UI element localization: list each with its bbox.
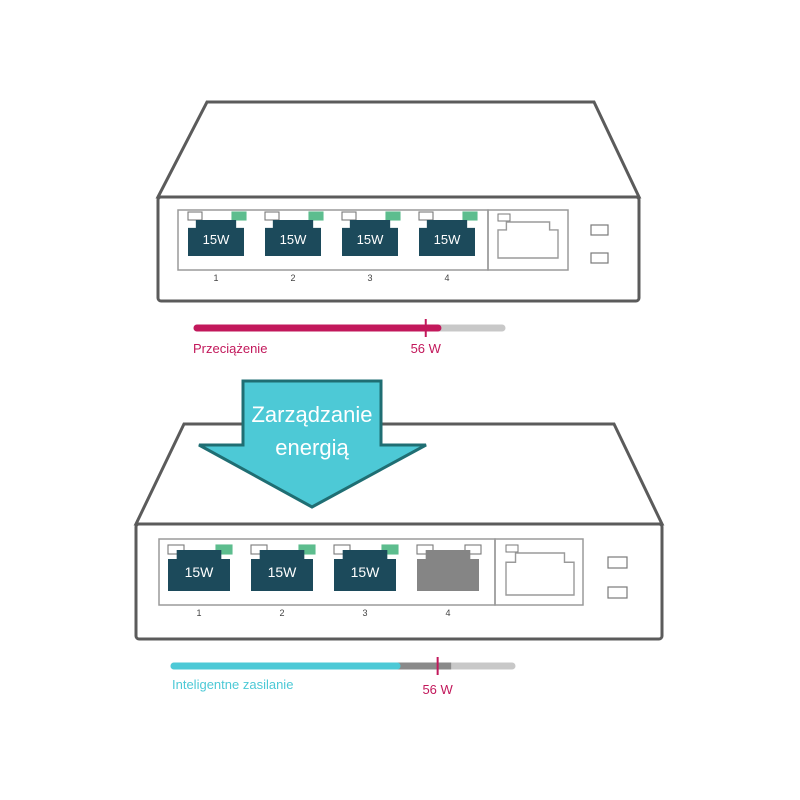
top-port-4-link-led xyxy=(418,211,434,221)
top-port-2-link-led xyxy=(264,211,280,221)
bottom-port-3-link-led xyxy=(333,544,351,555)
top-port-2-poe-led xyxy=(308,211,324,221)
top-port-4-ethernet-port-icon xyxy=(419,220,475,256)
top-port-2-wattage: 15W xyxy=(280,232,307,247)
top-port-3-poe-led xyxy=(385,211,401,221)
top-port-4-poe-led xyxy=(462,211,478,221)
bottom-status-led xyxy=(607,556,628,569)
top-status-led xyxy=(590,252,609,264)
bottom-switch-lid xyxy=(133,422,665,526)
top-power-bar: Przeciążenie 56 W xyxy=(193,319,506,356)
bottom-port-2-link-led xyxy=(250,544,268,555)
power-limit-label: 56 W xyxy=(411,341,442,356)
top-uplink-port xyxy=(497,213,559,259)
overload-caption: Przeciążenie xyxy=(193,341,267,356)
top-port-3-number: 3 xyxy=(367,273,372,283)
bottom-port-3-ethernet-port-icon xyxy=(334,550,396,591)
bottom-port-3-number: 3 xyxy=(362,608,367,618)
bottom-port-1-wattage: 15W xyxy=(185,564,215,580)
bottom-port-4-poe-led xyxy=(464,544,482,555)
down-arrow-icon xyxy=(198,379,427,509)
top-switch: 15W 1 15W 2 15W 3 15W 4 xyxy=(155,100,642,303)
top-switch-lid xyxy=(155,100,642,199)
top-port-1-wattage: 15W xyxy=(203,232,230,247)
top-uplink-led xyxy=(497,213,511,222)
top-port-1-ethernet-port-icon xyxy=(188,220,244,256)
top-uplink-ethernet-port-icon xyxy=(497,221,559,259)
top-port-3-wattage: 15W xyxy=(357,232,384,247)
arrow-label-line1: Zarządzanie xyxy=(251,402,372,427)
top-uplink-panel xyxy=(487,209,569,271)
bottom-switch: 15W 1 15W 2 15W 3 4 xyxy=(133,422,665,641)
bottom-port-2-ethernet-port-icon xyxy=(251,550,313,591)
arrow-label-line2: energią xyxy=(275,435,349,460)
bottom-uplink-port xyxy=(505,544,575,596)
bottom-port-1-number: 1 xyxy=(196,608,201,618)
power-management-arrow: Zarządzanie energią xyxy=(198,379,427,509)
top-port-3-ethernet-port-icon xyxy=(342,220,398,256)
top-status-led xyxy=(590,224,609,236)
top-port-4-wattage: 15W xyxy=(434,232,461,247)
bottom-port-3-wattage: 15W xyxy=(351,564,381,580)
bottom-port-4-link-led xyxy=(416,544,434,555)
bottom-port-4-ethernet-port-icon xyxy=(417,550,479,591)
bottom-uplink-panel xyxy=(494,538,584,606)
bottom-power-bar: Inteligentne zasilanie 56 W xyxy=(170,657,516,697)
bottom-uplink-led xyxy=(505,544,519,553)
bottom-status-led xyxy=(607,586,628,599)
top-ports: 15W 1 15W 2 15W 3 15W 4 xyxy=(187,211,478,283)
power-limit-label: 56 W xyxy=(422,682,453,697)
top-port-2-ethernet-port-icon xyxy=(265,220,321,256)
bottom-port-2-number: 2 xyxy=(279,608,284,618)
top-port-2-number: 2 xyxy=(290,273,295,283)
top-port-3-link-led xyxy=(341,211,357,221)
bottom-port-2-poe-led xyxy=(298,544,316,555)
top-port-1-poe-led xyxy=(231,211,247,221)
bottom-port-1-poe-led xyxy=(215,544,233,555)
bottom-uplink-ethernet-port-icon xyxy=(505,552,575,596)
bottom-ports: 15W 1 15W 2 15W 3 4 xyxy=(167,544,482,618)
bottom-port-2-wattage: 15W xyxy=(268,564,298,580)
bottom-port-1-ethernet-port-icon xyxy=(168,550,230,591)
bottom-port-3-poe-led xyxy=(381,544,399,555)
bottom-port-4-number: 4 xyxy=(445,608,450,618)
top-port-1-link-led xyxy=(187,211,203,221)
top-port-4-number: 4 xyxy=(444,273,449,283)
smart-power-caption: Inteligentne zasilanie xyxy=(172,677,293,692)
bottom-port-1-link-led xyxy=(167,544,185,555)
top-port-1-number: 1 xyxy=(213,273,218,283)
